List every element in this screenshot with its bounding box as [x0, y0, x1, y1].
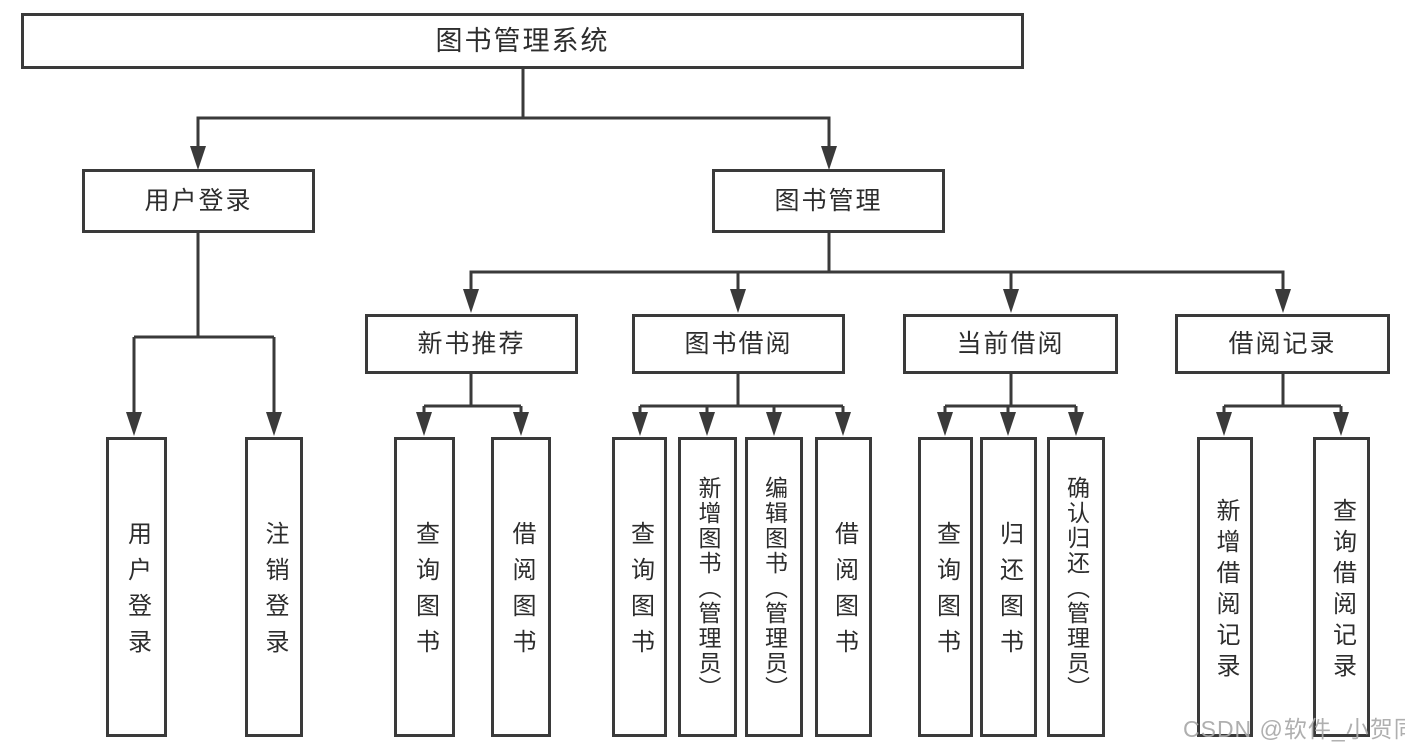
connector-book-mgmt-children: [463, 233, 1291, 313]
node-bb-borrow-label: 借阅图书: [830, 521, 858, 665]
node-bb-query-label: 查询图书: [626, 521, 654, 665]
node-cb-query: 查询图书: [918, 437, 973, 737]
node-new-rec: 新书推荐: [365, 314, 578, 374]
node-user-login-label: 用户登录: [144, 186, 253, 215]
node-ul-logout: 注销登录: [245, 437, 303, 737]
node-ul-login-label: 用户登录: [123, 521, 151, 665]
connector-new-rec-children: [416, 374, 529, 436]
node-cb-query-label: 查询图书: [932, 521, 960, 665]
node-br-query: 查询借阅记录: [1313, 437, 1370, 737]
node-current-borrow: 当前借阅: [903, 314, 1118, 374]
node-nr-query: 查询图书: [394, 437, 455, 737]
node-book-mgmt-label: 图书管理: [774, 186, 883, 215]
node-br-query-label: 查询借阅记录: [1328, 497, 1356, 684]
connector-current-borrow-children: [937, 374, 1084, 436]
node-borrow-records-label: 借阅记录: [1228, 329, 1337, 358]
node-nr-query-label: 查询图书: [411, 521, 439, 665]
node-bb-add-label: 新增图书（管理员）: [695, 475, 721, 701]
node-root: 图书管理系统: [21, 13, 1024, 69]
node-bb-borrow: 借阅图书: [815, 437, 872, 737]
node-br-add: 新增借阅记录: [1197, 437, 1253, 737]
node-root-label: 图书管理系统: [435, 25, 610, 56]
node-book-mgmt: 图书管理: [712, 169, 945, 233]
node-bb-query: 查询图书: [612, 437, 667, 737]
node-bb-edit: 编辑图书（管理员）: [745, 437, 803, 737]
node-new-rec-label: 新书推荐: [417, 329, 526, 358]
node-current-borrow-label: 当前借阅: [956, 329, 1065, 358]
node-br-add-label: 新增借阅记录: [1212, 497, 1239, 684]
node-ul-logout-label: 注销登录: [261, 521, 288, 665]
node-borrow-records: 借阅记录: [1175, 314, 1390, 374]
node-book-borrow-label: 图书借阅: [684, 329, 793, 358]
connector-root-to-level2: [190, 69, 837, 170]
node-nr-borrow: 借阅图书: [491, 437, 551, 737]
connector-borrow-records-children: [1216, 374, 1349, 436]
csdn-watermark: CSDN @软件_小贺同学: [1183, 716, 1405, 742]
node-cb-confirm-label: 确认归还（管理员）: [1063, 475, 1090, 701]
node-user-login: 用户登录: [82, 169, 315, 233]
node-cb-confirm: 确认归还（管理员）: [1047, 437, 1105, 737]
node-bb-edit-label: 编辑图书（管理员）: [761, 475, 788, 701]
node-cb-return: 归还图书: [980, 437, 1037, 737]
node-nr-borrow-label: 借阅图书: [508, 521, 535, 665]
node-bb-add: 新增图书（管理员）: [678, 437, 737, 737]
connector-book-borrow-children: [632, 374, 851, 436]
node-book-borrow: 图书借阅: [632, 314, 845, 374]
connector-user-login-children: [126, 233, 282, 436]
node-ul-login: 用户登录: [106, 437, 167, 737]
node-cb-return-label: 归还图书: [995, 521, 1023, 665]
